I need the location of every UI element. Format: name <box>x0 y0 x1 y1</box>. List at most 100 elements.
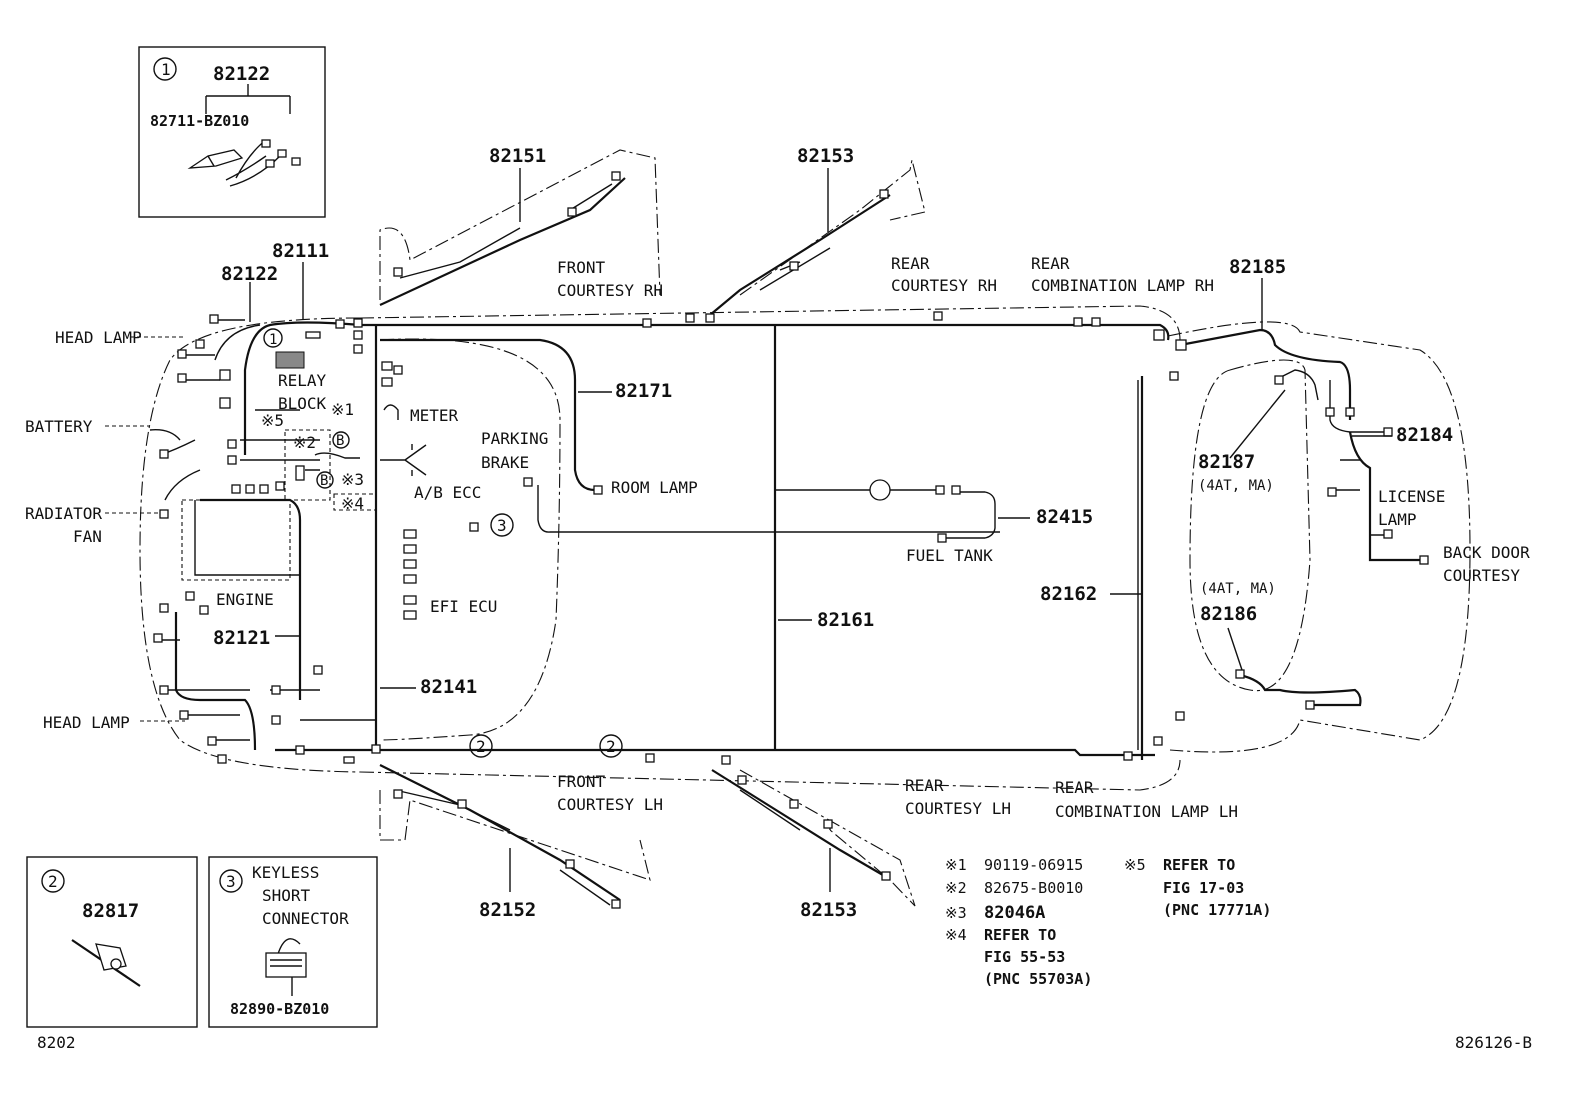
component-label: RELAY <box>278 371 327 390</box>
component-label: PARKING <box>481 429 548 448</box>
part-number: 82162 <box>1040 583 1097 605</box>
callout-number: 2 <box>476 737 486 756</box>
part-number: 82415 <box>1036 506 1093 528</box>
part-number: 82121 <box>213 627 270 649</box>
callout-number: 1 <box>161 60 171 79</box>
leader-line <box>205 84 291 114</box>
ref-marker: ※1 <box>331 400 354 419</box>
note-value: 82046A <box>984 903 1045 923</box>
part-number: 82153 <box>800 899 857 921</box>
component-label: LICENSE <box>1378 487 1445 506</box>
note-box <box>284 429 331 501</box>
callout-circle-2 <box>599 734 623 758</box>
part-number: 82711-BZ010 <box>150 112 249 130</box>
component-label: EFI ECU <box>430 597 497 616</box>
component-label: HEAD LAMP <box>43 713 130 732</box>
meter-connector-icon <box>383 404 399 420</box>
b-marker: B <box>336 433 344 449</box>
component-label: BATTERY <box>25 417 93 436</box>
part-number: 82187 <box>1198 451 1255 473</box>
clamp-icon <box>71 939 141 987</box>
callout-number: 2 <box>48 872 58 891</box>
note-key: ※2 <box>945 879 967 897</box>
part-note: (4AT, MA) <box>1200 581 1276 597</box>
part-number: 82153 <box>797 145 854 167</box>
component-label: BLOCK <box>278 394 327 413</box>
relay-block-icon <box>275 351 305 369</box>
part-number: 82152 <box>479 899 536 921</box>
callout-number: 3 <box>497 516 507 535</box>
component-label: COURTESY <box>1443 566 1520 585</box>
callout-number: 2 <box>606 737 616 756</box>
callout-circle-3 <box>219 869 243 893</box>
keyless-label: CONNECTOR <box>262 909 349 928</box>
note-value: REFER TO <box>984 926 1056 944</box>
component-label: COMBINATION LAMP RH <box>1031 276 1214 295</box>
harness-connector-icon <box>187 139 301 187</box>
ref-marker: ※3 <box>341 470 364 489</box>
ref-marker: ※5 <box>261 411 284 430</box>
figure-number: 8202 <box>37 1033 76 1052</box>
component-label: COURTESY LH <box>905 799 1011 818</box>
part-number: 82151 <box>489 145 546 167</box>
inset-box-2 <box>26 856 198 1028</box>
component-label: FRONT <box>557 258 606 277</box>
part-note: (4AT, MA) <box>1198 478 1274 494</box>
note-key: ※4 <box>945 926 967 944</box>
component-label: LAMP <box>1378 510 1417 529</box>
note-value: 82675-B0010 <box>984 879 1083 897</box>
part-number: 82161 <box>817 609 874 631</box>
b-marker: B <box>320 473 328 489</box>
note-value: 90119-06915 <box>984 856 1083 874</box>
part-number: 82171 <box>615 380 672 402</box>
note-box <box>333 493 377 511</box>
component-label: BRAKE <box>481 453 529 472</box>
vehicle-outline <box>139 149 1471 907</box>
component-label: A/B ECC <box>414 483 481 502</box>
main-harness-lines <box>149 177 1420 906</box>
callout-circle-2 <box>469 734 493 758</box>
note-value: (PNC 17771A) <box>1163 901 1271 919</box>
part-number: 82185 <box>1229 256 1286 278</box>
component-label: COURTESY LH <box>557 795 663 814</box>
grommet-icon <box>869 479 891 501</box>
component-label: BACK DOOR <box>1443 543 1530 562</box>
component-label: ROOM LAMP <box>611 478 698 497</box>
component-label: FUEL TANK <box>906 546 993 565</box>
note-key: ※5 <box>1124 856 1146 874</box>
keyless-label: KEYLESS <box>252 863 319 882</box>
part-number: 82122 <box>221 263 278 285</box>
callout-circle-1 <box>153 57 177 81</box>
component-label: REAR <box>905 776 944 795</box>
keyless-label: SHORT <box>262 886 311 905</box>
part-number: 82186 <box>1200 603 1257 625</box>
ground-wire <box>305 452 360 471</box>
part-number: 82111 <box>272 240 329 262</box>
component-label: METER <box>410 406 459 425</box>
ref-marker: ※4 <box>341 494 364 513</box>
airbag-ecu-icon <box>380 444 427 476</box>
engine-area-box <box>181 499 291 581</box>
note-value: (PNC 55703A) <box>984 970 1092 988</box>
component-label: RADIATOR <box>25 504 102 523</box>
callout-circle-3 <box>490 513 514 537</box>
leader-lines <box>105 168 1392 892</box>
component-label: FRONT <box>557 772 606 791</box>
component-label: COMBINATION LAMP LH <box>1055 802 1238 821</box>
component-label: REAR <box>1055 778 1094 797</box>
note-value: FIG 55-53 <box>984 948 1065 966</box>
component-label: FAN <box>73 527 102 546</box>
callout-number: 1 <box>269 332 277 348</box>
component-label: COURTESY RH <box>557 281 663 300</box>
note-value: FIG 17-03 <box>1163 879 1244 897</box>
component-label: COURTESY RH <box>891 276 997 295</box>
note-key: ※1 <box>945 856 967 874</box>
short-connector-icon <box>265 938 307 996</box>
drawing-id: 826126-B <box>1455 1033 1532 1052</box>
callout-circle-1 <box>263 328 283 348</box>
ground-bolt-icon <box>295 465 305 481</box>
component-label: ENGINE <box>216 590 274 609</box>
part-number: 82890-BZ010 <box>230 1000 329 1018</box>
b-marker-circle <box>332 431 350 449</box>
